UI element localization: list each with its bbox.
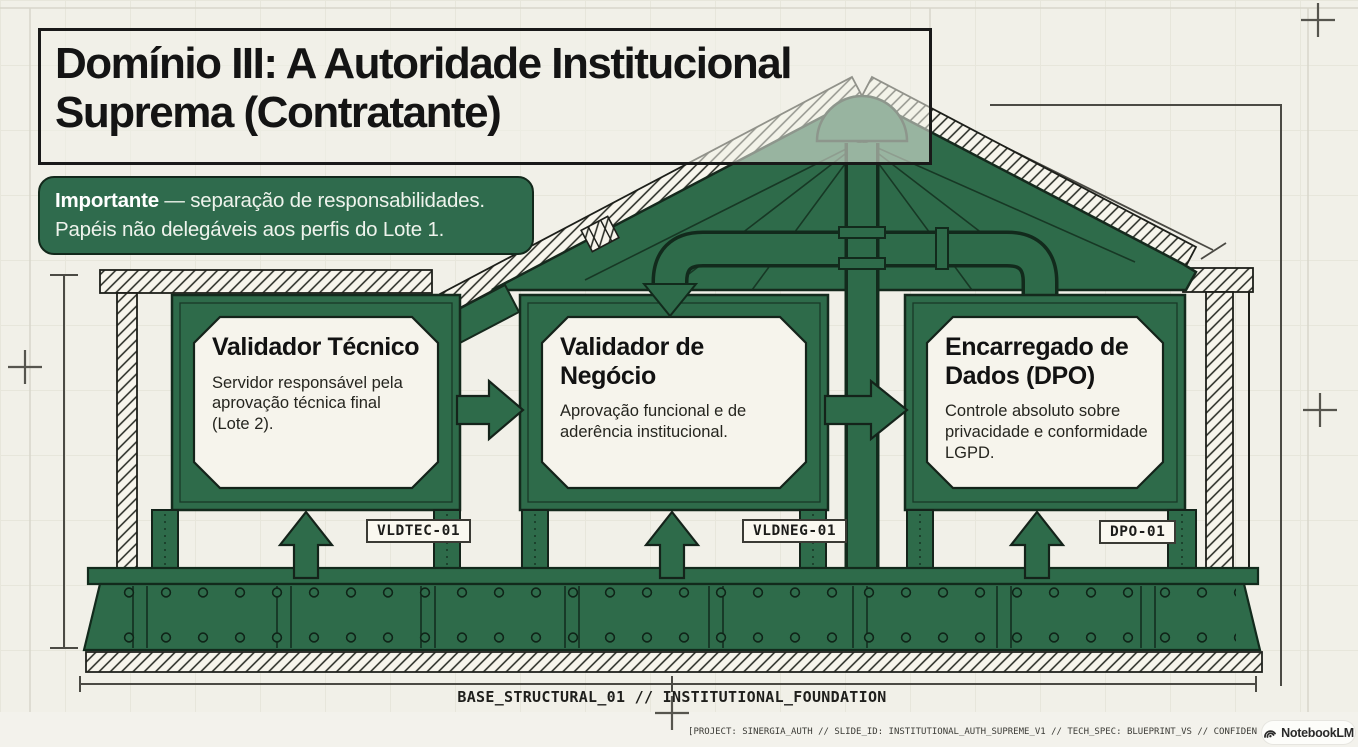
notebooklm-watermark: NotebookLM [1262,721,1355,744]
role-title: Encarregado de Dados (DPO) [945,333,1129,390]
role-box-frame-2 [518,293,830,512]
note-line1: — separação de responsabilidades. [158,189,485,212]
role-box-frame-3 [903,293,1187,512]
role-box-frames [170,293,1187,512]
ground-hatch [85,651,1263,673]
foundation-label: BASE_STRUCTURAL_01 // INSTITUTIONAL_FOUN… [457,688,887,706]
footer-band [0,712,1358,747]
role-title: Validador de Negócio [560,333,704,390]
pipe-down-arrow [641,283,699,318]
slope-coupling [580,215,620,253]
role-box-frame-1 [170,293,462,512]
notebooklm-brand-text: NotebookLM [1281,725,1354,740]
notebooklm-swirl-icon [1264,729,1277,738]
page-title: Domínio III: A Autoridade Institucional … [38,28,932,165]
flow-arrows [455,378,909,442]
up-arrow-2 [643,510,701,580]
footer-meta-text: [PROJECT: SINERGIA_AUTH // SLIDE_ID: INS… [688,727,1257,737]
role-description: Aprovação funcional e de aderência insti… [560,402,747,441]
role-card-validador-tecnico: Validador Técnico Servidor responsável p… [212,333,420,435]
sheet-border-lines [0,7,1358,712]
role-description: Servidor responsável pela aprovação técn… [212,373,403,434]
note-label: Importante [55,189,159,212]
beam-rivets-bottom [108,629,1236,644]
pipes [651,143,1059,570]
important-note-banner: Importante — separação de responsabilida… [38,176,534,256]
role-tag-vldtec: VLDTEC-01 [366,519,472,543]
role-title: Validador Técnico [212,333,420,361]
role-card-validador-negocio: Validador de Negócio Aprovação funcional… [560,333,788,443]
up-arrow-1 [277,510,335,580]
flow-arrow-right-2 [823,378,909,442]
foundation-beam [82,566,1263,673]
beam-rivets-top [108,585,1236,600]
role-tag-vldneg: VLDNEG-01 [742,519,848,543]
note-line2: Papéis não delegáveis aos perfis do Lote… [55,217,445,241]
page-title-text: Domínio III: A Autoridade Institucional … [55,39,792,138]
flow-arrow-right-1 [455,378,525,442]
role-description: Controle absoluto sobre privacidade e co… [945,402,1148,462]
pipe-flanges [838,226,949,270]
role-card-dpo: Encarregado de Dados (DPO) Controle abso… [945,333,1167,463]
role-tag-dpo: DPO-01 [1099,520,1177,544]
up-arrow-3 [1008,510,1066,580]
foundation-up-arrows [277,510,1066,580]
crosshair-marks [8,3,1337,730]
